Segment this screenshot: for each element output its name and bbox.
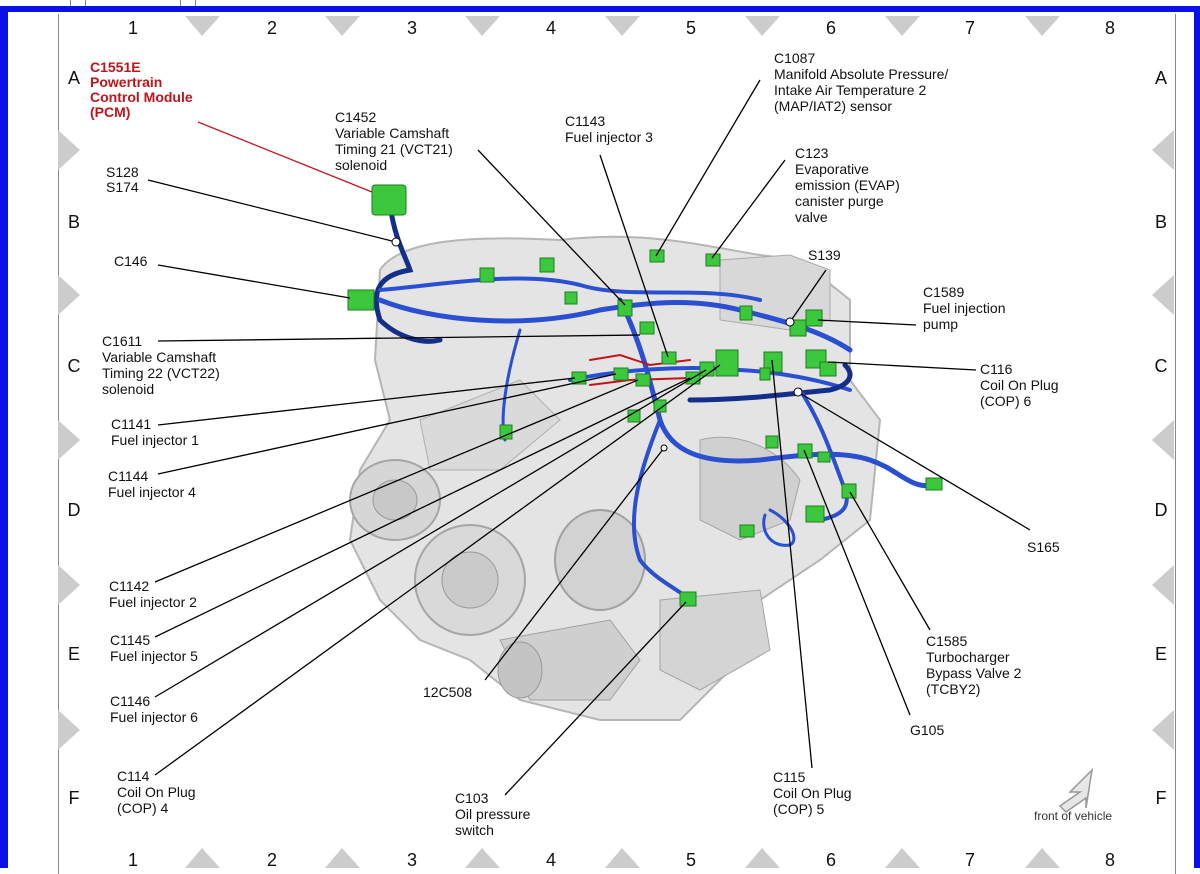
- col-label-top: 1: [128, 18, 138, 38]
- col-label-top: 2: [267, 18, 277, 38]
- window-border-left: [0, 6, 8, 868]
- col-label-top: 4: [546, 18, 556, 38]
- label-g105: G105: [910, 722, 944, 738]
- label-c1144: C1144 Fuel injector 4: [108, 468, 196, 500]
- front-arrow-icon: [1058, 767, 1094, 813]
- row-label-right: F: [1156, 788, 1167, 808]
- col-label-top: 6: [826, 18, 836, 38]
- row-label-right: A: [1155, 68, 1167, 88]
- col-label-bottom: 4: [546, 850, 556, 868]
- label-c1611: C1611 Variable Camshaft Timing 22 (VCT22…: [102, 333, 224, 397]
- label-c1087: C1087 Manifold Absolute Pressure/ Intake…: [774, 50, 952, 114]
- row-label-left: E: [68, 644, 80, 664]
- col-label-bottom: 1: [128, 850, 138, 868]
- col-label-top: 8: [1105, 18, 1115, 38]
- row-label-right: C: [1155, 356, 1168, 376]
- col-label-bottom: 3: [407, 850, 417, 868]
- col-label-top: 5: [686, 18, 696, 38]
- label-c114: C114 Coil On Plug (COP) 4: [117, 768, 199, 816]
- label-c115: C115 Coil On Plug (COP) 5: [773, 769, 855, 817]
- label-c1146: C1146 Fuel injector 6: [110, 693, 198, 725]
- label-c1452: C1452 Variable Camshaft Timing 21 (VCT21…: [335, 109, 457, 173]
- row-label-left: F: [69, 788, 80, 808]
- label-c1143: C1143 Fuel injector 3: [565, 113, 653, 145]
- col-label-bottom: 8: [1105, 850, 1115, 868]
- row-label-left: A: [68, 68, 80, 88]
- col-label-top: 7: [965, 18, 975, 38]
- label-12c508: 12C508: [423, 684, 472, 700]
- label-s128: S128 S174: [106, 164, 143, 195]
- label-c1145: C1145 Fuel injector 5: [110, 632, 198, 664]
- engine-illustration: [348, 235, 882, 721]
- label-s139: S139: [808, 247, 841, 263]
- grid-markers: [58, 16, 1174, 868]
- label-c1141: C1141 Fuel injector 1: [111, 416, 199, 448]
- col-label-top: 3: [407, 18, 417, 38]
- row-label-left: C: [68, 356, 81, 376]
- label-c1589: C1589 Fuel injection pump: [923, 284, 1009, 332]
- row-label-right: E: [1155, 644, 1167, 664]
- row-label-left: B: [68, 212, 80, 232]
- label-c123: C123 Evaporative emission (EVAP) caniste…: [795, 145, 904, 225]
- label-c116: C116 Coil On Plug (COP) 6: [980, 361, 1062, 409]
- label-c146: C146: [114, 253, 148, 269]
- col-label-bottom: 6: [826, 850, 836, 868]
- row-label-right: D: [1155, 500, 1168, 520]
- col-label-bottom: 5: [686, 850, 696, 868]
- row-label-left: D: [68, 500, 81, 520]
- label-c1585: C1585 Turbocharger Bypass Valve 2 (TCBY2…: [926, 633, 1025, 697]
- front-of-vehicle-indicator: front of vehicle: [1034, 767, 1112, 823]
- col-label-bottom: 7: [965, 850, 975, 868]
- label-c1142: C1142 Fuel injector 2: [109, 578, 197, 610]
- leader-lines: [147, 79, 1031, 796]
- connectors: [347, 184, 943, 607]
- front-of-vehicle-label: front of vehicle: [1034, 809, 1112, 823]
- window-border-right: [1194, 6, 1200, 868]
- label-s165: S165: [1027, 539, 1060, 555]
- window-border-top: [0, 6, 1200, 12]
- label-c103: C103 Oil pressure switch: [455, 790, 534, 838]
- row-label-right: B: [1155, 212, 1167, 232]
- top-toolbar-strip: [0, 0, 1200, 10]
- pcm-label: C1551E Powertrain Control Module (PCM): [90, 59, 197, 120]
- col-label-bottom: 2: [267, 850, 277, 868]
